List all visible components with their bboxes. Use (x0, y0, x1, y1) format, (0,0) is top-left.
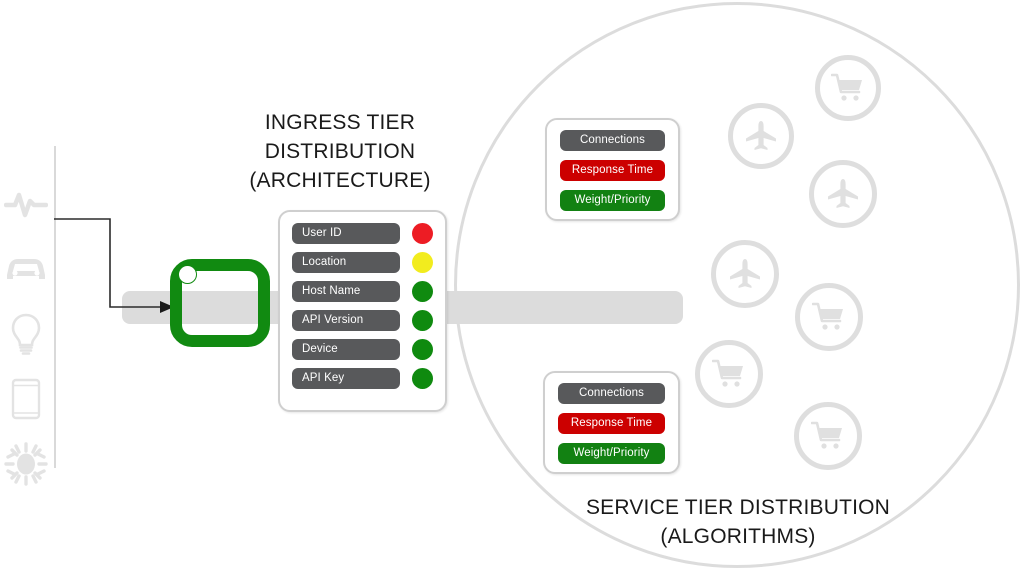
shopping-cart-icon (811, 421, 845, 451)
service-node-shopping-cart (794, 402, 862, 470)
lightbulb-icon (2, 306, 50, 362)
service-node-airplane (809, 160, 877, 228)
ingress-title-line-3: (ARCHITECTURE) (249, 169, 431, 192)
ingress-gateway-node[interactable] (170, 259, 270, 347)
attribute-row[interactable]: Device (292, 339, 433, 360)
attribute-label-api-version: API Version (292, 310, 400, 331)
service-node-airplane (728, 103, 794, 169)
service-tier-title: SERVICE TIER DISTRIBUTION (ALGORITHMS) (568, 493, 908, 551)
service-title-line-1: SERVICE TIER DISTRIBUTION (585, 496, 891, 519)
metric-pill-weight-priority-bottom: Weight/Priority (558, 443, 665, 464)
metric-legend-bottom: Connections Response Time Weight/Priorit… (543, 371, 680, 474)
service-title-line-2: (ALGORITHMS) (660, 525, 816, 548)
status-dot-user-id (412, 223, 433, 244)
airplane-icon (744, 120, 778, 152)
metric-legend-top: Connections Response Time Weight/Priorit… (545, 118, 680, 221)
airplane-icon (826, 178, 860, 210)
attribute-label-api-key: API Key (292, 368, 400, 389)
attribute-label-location: Location (292, 252, 400, 273)
metric-pill-weight-priority-top: Weight/Priority (560, 190, 665, 211)
service-node-airplane (711, 240, 779, 308)
ingress-tier-title: INGRESS TIER DISTRIBUTION (ARCHITECTURE) (195, 108, 485, 195)
attribute-label-host-name: Host Name (292, 281, 400, 302)
ingress-attribute-panel: User ID Location Host Name API Version D… (278, 210, 447, 412)
traffic-arrow (54, 218, 174, 313)
attribute-label-user-id: User ID (292, 223, 400, 244)
metric-pill-response-time-top: Response Time (560, 160, 665, 181)
ingress-gateway-indicator-dot (178, 265, 197, 284)
pulse-icon (2, 176, 50, 232)
airplane-icon (728, 258, 762, 290)
metric-pill-connections-bottom: Connections (558, 383, 665, 404)
device-icon-column (2, 176, 50, 501)
attribute-row[interactable]: User ID (292, 223, 433, 244)
metric-pill-response-time-bottom: Response Time (558, 413, 665, 434)
ingress-title-line-1: INGRESS TIER (264, 111, 416, 134)
attribute-row[interactable]: API Version (292, 310, 433, 331)
tablet-icon (2, 371, 50, 427)
sun-icon (2, 436, 50, 492)
shopping-cart-icon (812, 302, 846, 332)
status-dot-host-name (412, 281, 433, 302)
service-node-shopping-cart (795, 283, 863, 351)
attribute-row[interactable]: Location (292, 252, 433, 273)
service-node-shopping-cart (815, 55, 881, 121)
status-dot-api-key (412, 368, 433, 389)
status-dot-device (412, 339, 433, 360)
status-dot-api-version (412, 310, 433, 331)
service-node-shopping-cart (695, 340, 763, 408)
service-tier-boundary-circle (454, 2, 1020, 568)
attribute-row[interactable]: API Key (292, 368, 433, 389)
attribute-label-device: Device (292, 339, 400, 360)
car-icon (2, 241, 50, 297)
shopping-cart-icon (831, 73, 865, 103)
attribute-row[interactable]: Host Name (292, 281, 433, 302)
metric-pill-connections-top: Connections (560, 130, 665, 151)
ingress-title-line-2: DISTRIBUTION (264, 140, 416, 163)
status-dot-location (412, 252, 433, 273)
shopping-cart-icon (712, 359, 746, 389)
device-column-divider (54, 146, 56, 468)
